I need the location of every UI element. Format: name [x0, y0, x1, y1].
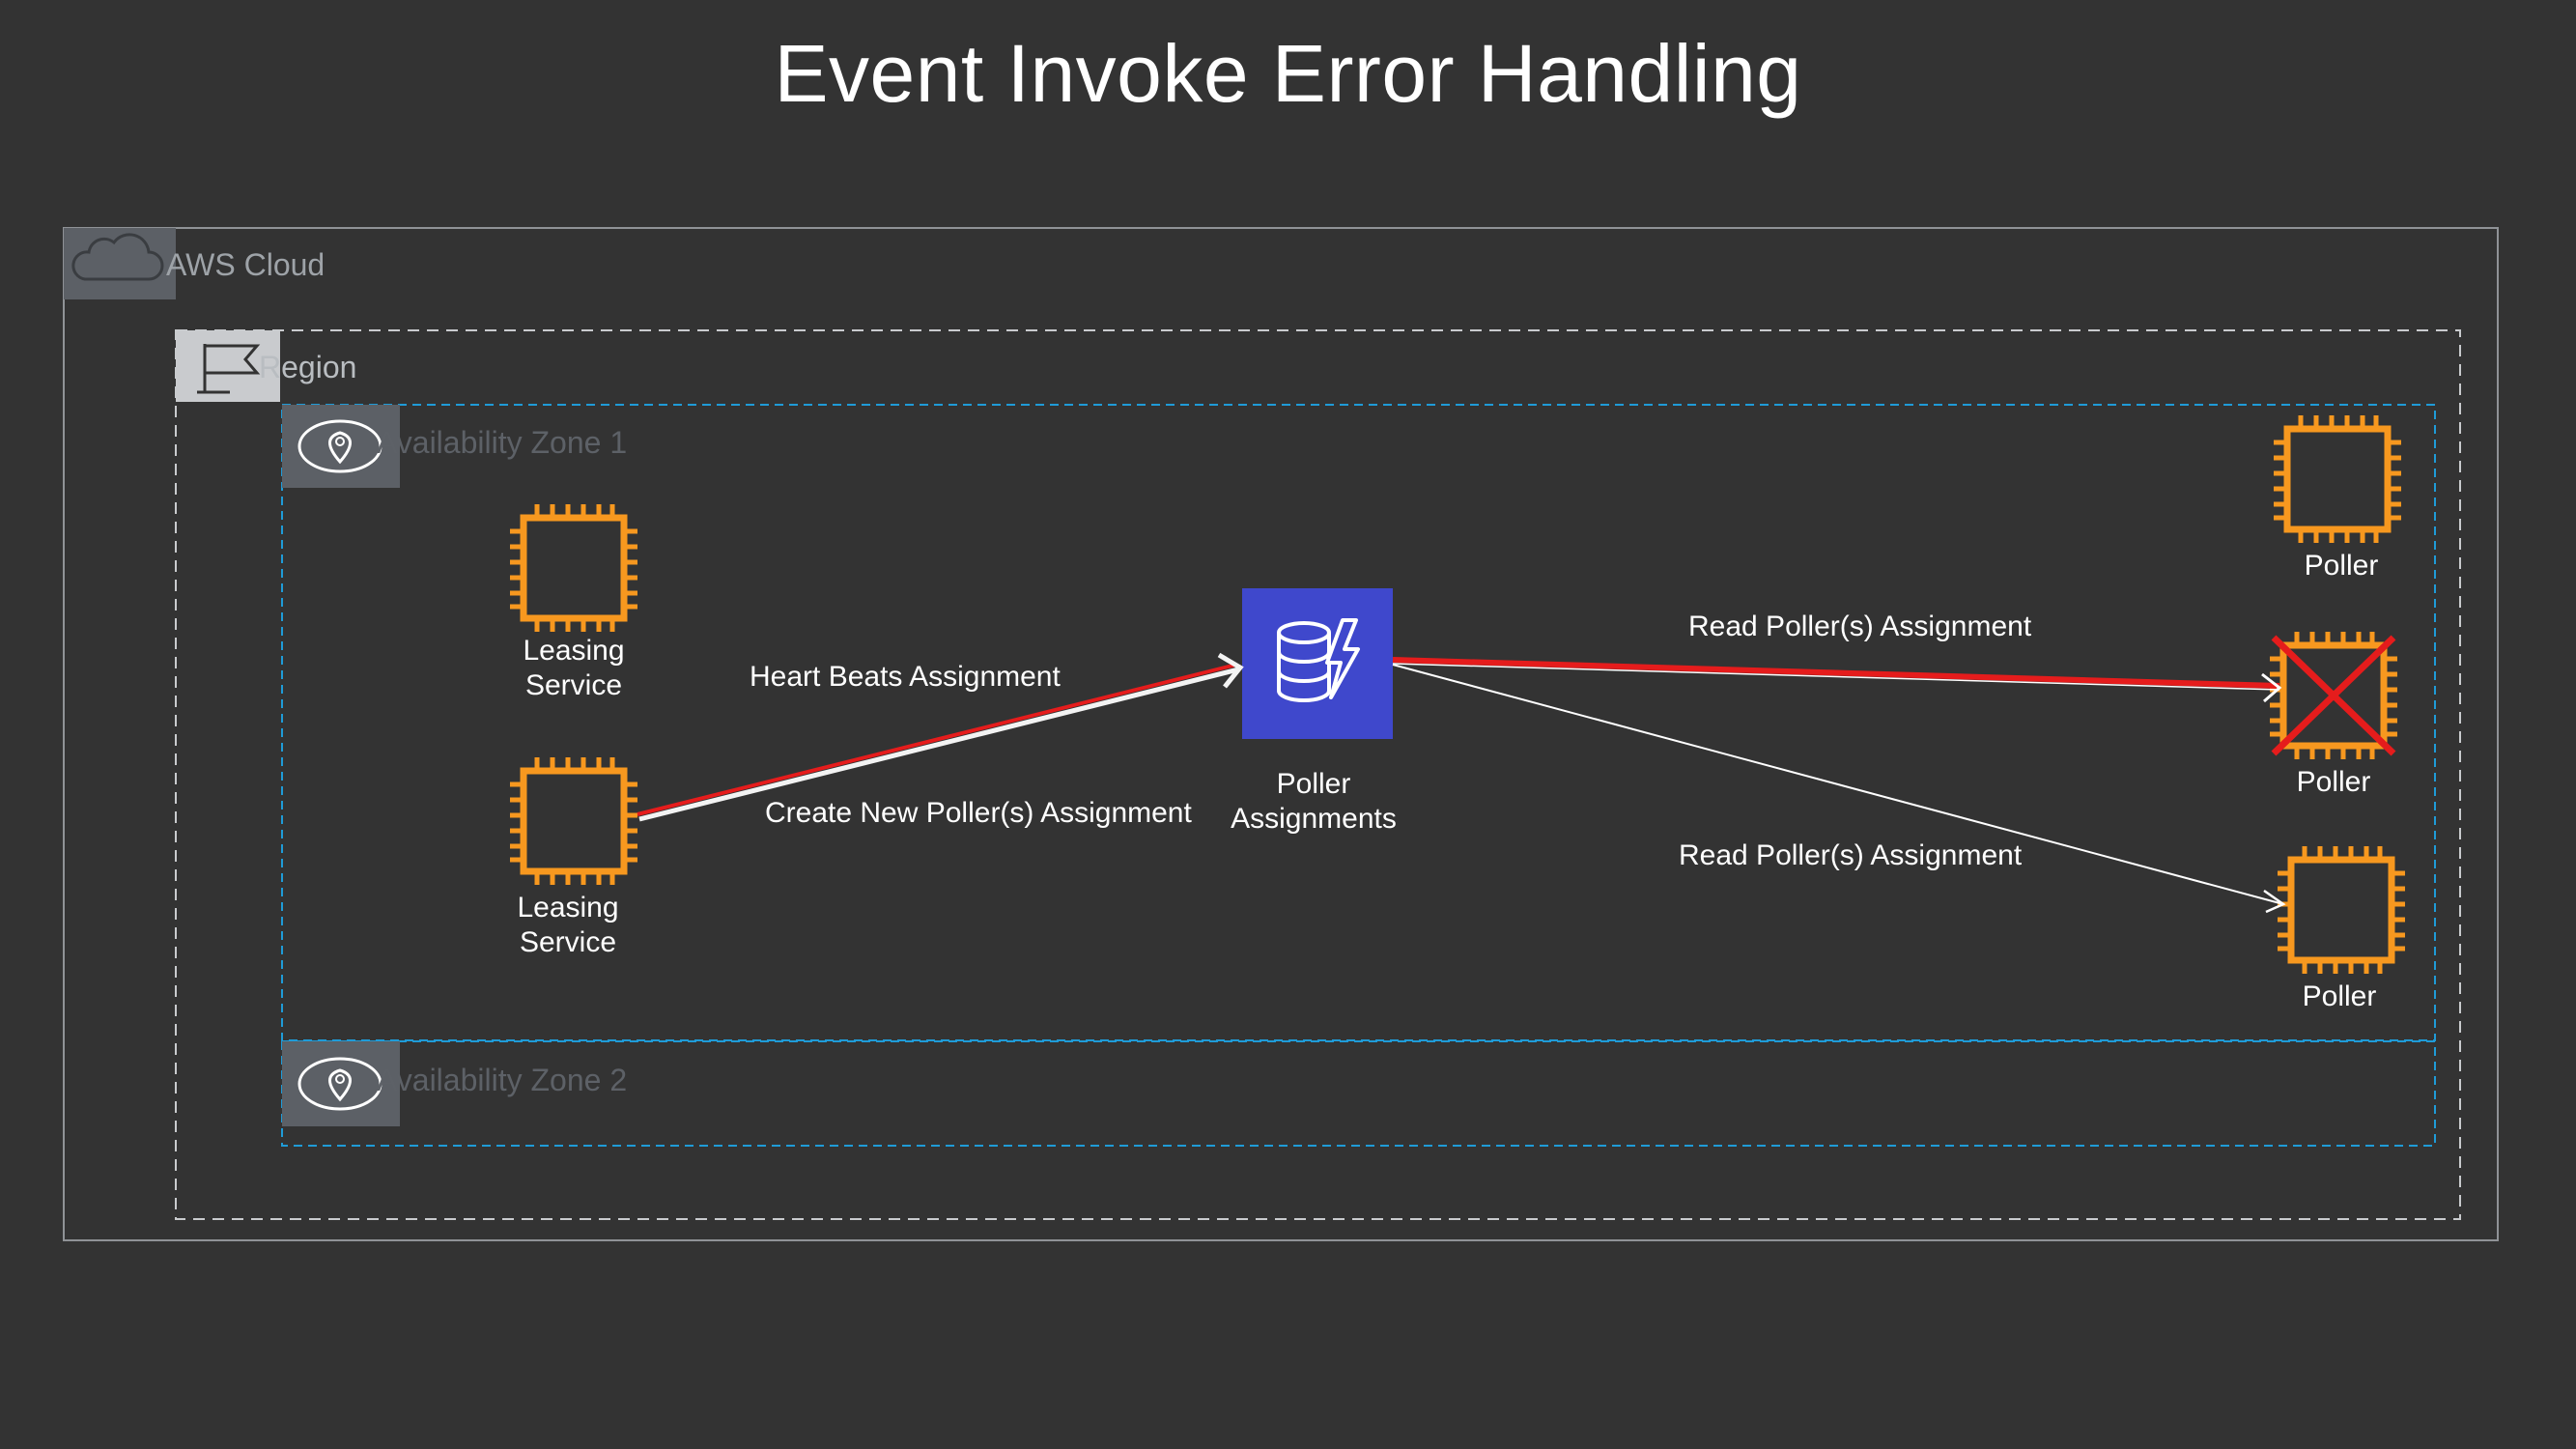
poller-assignments-label: Poller Assignments [1231, 768, 1397, 835]
create-new-label: Create New Poller(s) Assignment [765, 797, 1192, 829]
chip-icon [510, 504, 637, 632]
leasing-service-2-label: Leasing Service [517, 892, 619, 958]
region-group [175, 329, 2461, 1220]
chip-icon [2278, 846, 2405, 974]
poller-bottom-label: Poller [2302, 980, 2377, 1012]
cloud-icon [64, 228, 176, 299]
aws-cloud-group [63, 227, 2499, 1241]
diagram-title: Event Invoke Error Handling [774, 28, 1802, 119]
edge-read-failed [1392, 657, 2282, 703]
dynamodb-icon [1242, 588, 1393, 739]
poller-failed-label: Poller [2296, 766, 2371, 798]
az2-label: Availability Zone 2 [377, 1063, 628, 1097]
region-label: Region [259, 350, 357, 384]
az1-label: Availability Zone 1 [377, 425, 628, 460]
location-pin-icon [282, 1041, 400, 1126]
x-mark-icon [2271, 635, 2396, 756]
cloud-label: AWS Cloud [166, 247, 326, 282]
leasing-service-1-label: Leasing Service [523, 635, 625, 701]
edge-heart-beats [637, 652, 1244, 822]
chip-icon [2274, 415, 2401, 543]
poller-top-label: Poller [2304, 550, 2379, 582]
flag-icon [176, 330, 280, 402]
az1-group [281, 404, 2436, 1041]
chip-icon [510, 757, 637, 885]
heart-beats-label: Heart Beats Assignment [750, 661, 1061, 693]
read-bottom-label: Read Poller(s) Assignment [1679, 839, 2023, 871]
location-pin-icon [282, 405, 400, 488]
edge-read-bottom [1392, 664, 2286, 914]
read-failed-label: Read Poller(s) Assignment [1688, 611, 2032, 642]
